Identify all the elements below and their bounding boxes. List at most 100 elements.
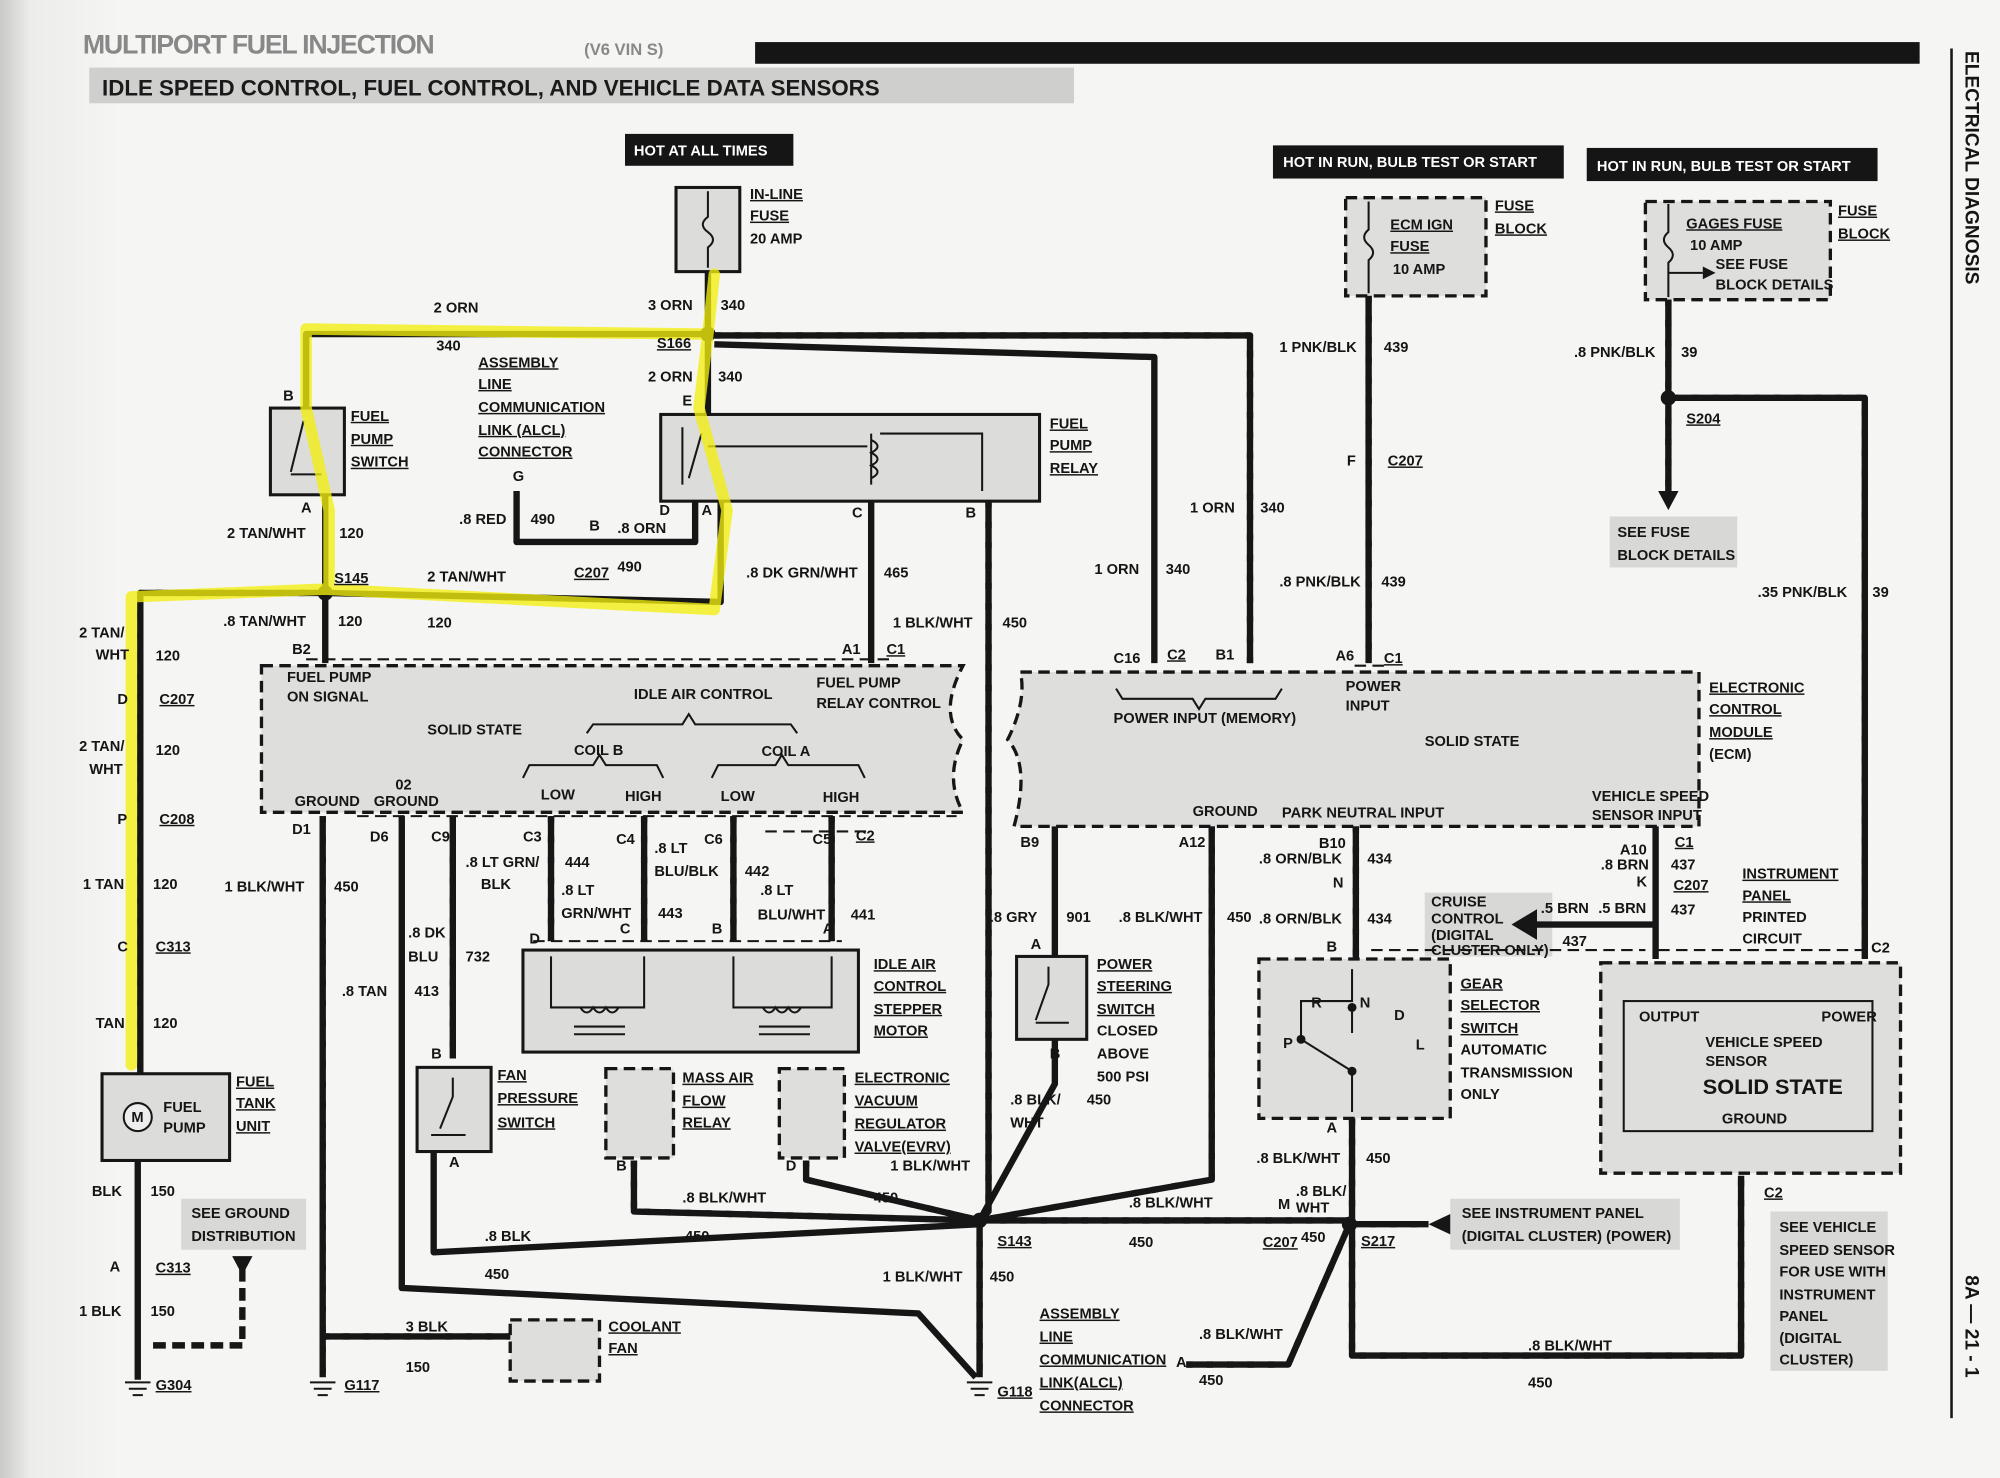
- header: MULTIPORT FUEL INJECTION (V6 VIN S) IDLE…: [83, 30, 1920, 104]
- connector-label: A: [1327, 1120, 1338, 1136]
- wire-label: 340: [718, 369, 742, 385]
- wire-label: 901: [1066, 910, 1090, 926]
- evrv-label: ELECTRONIC: [855, 1071, 951, 1087]
- wire-label: 3 ORN: [648, 298, 693, 314]
- wire-label: BLK: [92, 1184, 123, 1200]
- wire-label: .8 DK: [408, 925, 446, 941]
- wire-label: 450: [1199, 1373, 1223, 1389]
- connector-dashed-lines: [306, 658, 1875, 952]
- splice-label: S204: [1686, 411, 1721, 427]
- ecm-ign-fuse-label: FUSE: [1390, 239, 1429, 255]
- connector-label: C207: [1388, 453, 1423, 469]
- ground-icon: [966, 1381, 993, 1397]
- wire-label: .8 BLK/WHT: [1129, 1196, 1213, 1212]
- connector-label: C3: [523, 830, 542, 846]
- connector-label: A: [301, 501, 312, 517]
- inline-fuse-label: 20 AMP: [750, 232, 803, 248]
- see-vss-label: (DIGITAL: [1779, 1331, 1841, 1347]
- wire-label: 1 BLK/WHT: [890, 1159, 970, 1175]
- connector-label: C2: [1871, 941, 1890, 957]
- connector-label: B10: [1319, 836, 1346, 852]
- iac-motor-label: MOTOR: [874, 1023, 929, 1039]
- connector-label: D1: [292, 822, 311, 838]
- wire-label: WHT: [96, 647, 129, 663]
- connector-label: C1: [1675, 835, 1694, 851]
- wire-label: 1 BLK/WHT: [883, 1270, 963, 1286]
- inline-fuse-label: IN-LINE: [750, 187, 803, 203]
- connector-label: C207: [1673, 878, 1708, 894]
- wire-label: .8 BLK/WHT: [1199, 1327, 1283, 1343]
- connector-label: C: [117, 939, 128, 955]
- wire-450: [319, 816, 511, 1378]
- wire-label: 450: [1227, 910, 1251, 926]
- splice-node: [1341, 1216, 1358, 1232]
- gages-fuse-label: 10 AMP: [1690, 238, 1743, 254]
- alcl-top-label: COMMUNICATION: [478, 400, 605, 416]
- wire-label: .8 LT: [760, 883, 793, 899]
- wire-label: .8 ORN: [617, 521, 666, 537]
- wire-label: 413: [415, 984, 439, 1000]
- gear-positions-label: L: [1416, 1038, 1425, 1054]
- fuel-pump-switch-label: FUEL: [351, 409, 389, 425]
- gages-fuse-label: SEE FUSE: [1716, 257, 1789, 273]
- power-source-label: HOT AT ALL TIMES: [634, 144, 768, 160]
- contact-dot: [1296, 1034, 1306, 1044]
- ecm-left-label: RELAY CONTROL: [816, 696, 941, 712]
- connector-label: C9: [431, 830, 450, 846]
- ecm-right-label: SENSOR INPUT: [1592, 808, 1702, 824]
- wire-label: 443: [658, 906, 682, 922]
- ecm-left-label: FUEL PUMP: [816, 675, 901, 691]
- wire-label: 439: [1384, 340, 1408, 356]
- power-source-label: HOT IN RUN, BULB TEST OR START: [1283, 155, 1537, 171]
- wire-label: 465: [884, 566, 908, 582]
- connector-label: A12: [1179, 835, 1206, 851]
- fuse-element-icon: [701, 191, 715, 268]
- wire-label: 2 ORN: [434, 300, 479, 316]
- connector-label: B: [283, 388, 294, 404]
- connector-label: F: [1347, 453, 1356, 469]
- ecm-left-label: IDLE AIR CONTROL: [634, 687, 773, 703]
- fuel-tank-unit-box: [100, 1072, 232, 1162]
- stepper-coil-icon: [550, 956, 833, 1036]
- fuel-pump-relay-label: FUEL: [1050, 416, 1088, 432]
- coolant-fan-box: [508, 1318, 602, 1383]
- wire-label: BLU/WHT: [758, 907, 826, 923]
- splice-label: S145: [334, 571, 368, 587]
- wire-label: 437: [1671, 858, 1695, 874]
- connector-label: D: [659, 503, 670, 519]
- connector-label: C208: [159, 812, 194, 828]
- wire-label: 450: [334, 879, 358, 895]
- wire-label: .8 BLK/: [1010, 1092, 1061, 1108]
- wire-label: .8 BRN: [1601, 858, 1649, 874]
- gear-switch-label: AUTOMATIC: [1460, 1043, 1547, 1059]
- cruise-label: CLUSTER ONLY): [1431, 943, 1549, 959]
- connector-label: K: [1636, 874, 1647, 890]
- fuel-tank-label: FUEL: [236, 1075, 274, 1091]
- see-fuse-block-label: BLOCK DETAILS: [1617, 548, 1735, 564]
- wire-label: .8 LT: [654, 841, 687, 857]
- ps-switch-label: STEERING: [1097, 979, 1172, 995]
- vss-inner-box: [1622, 1000, 1874, 1133]
- gages-fuse-label: GAGES FUSE: [1686, 216, 1782, 232]
- vss-label: POWER: [1821, 1009, 1877, 1025]
- splice-label: S143: [997, 1234, 1031, 1250]
- connector-label: C: [620, 921, 631, 937]
- wire-label: .8 TAN/WHT: [223, 614, 306, 630]
- wire-label: 490: [617, 559, 641, 575]
- see-fuse-block-box: [1609, 516, 1738, 568]
- ground-label: G304: [156, 1378, 193, 1394]
- wire-label: 2 ORN: [648, 369, 693, 385]
- wire-label: .8 BLK: [485, 1229, 532, 1245]
- wire-label: 340: [721, 298, 745, 314]
- alcl-bottom-label: COMMUNICATION: [1040, 1353, 1167, 1369]
- ecm-right-box: [1005, 670, 1701, 829]
- wire-label: .8 TAN: [342, 984, 387, 1000]
- power-steering-switch-box: [1015, 954, 1089, 1041]
- wire-label: 450: [1366, 1151, 1390, 1167]
- wire-label: 490: [531, 512, 555, 528]
- arrow-icon: [1658, 490, 1679, 511]
- connector-label: A: [449, 1155, 460, 1171]
- arrow-icon: [1428, 1214, 1451, 1235]
- wire-label: 340: [1260, 501, 1284, 517]
- alcl-top-label: LINE: [478, 377, 512, 393]
